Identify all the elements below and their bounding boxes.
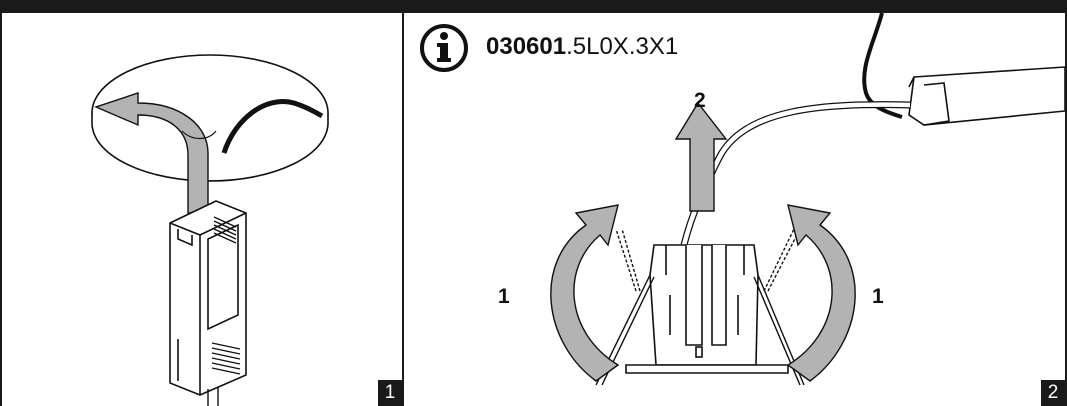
info-icon <box>420 24 468 72</box>
illustration-remove-downlight <box>420 13 1065 386</box>
illustration-driver-through-ceiling <box>91 54 329 406</box>
output-cable <box>207 387 219 406</box>
step-panel-1: 1 <box>0 13 404 406</box>
rotate-left-label: 1 <box>498 285 510 308</box>
vent-slots-top <box>213 216 237 244</box>
lift-arrow-label: 2 <box>694 89 706 112</box>
vent-slots-bottom <box>211 342 241 375</box>
downlight-body <box>625 244 789 374</box>
supply-cable <box>862 13 903 119</box>
driver-unit <box>908 66 1065 126</box>
lift-arrow <box>674 101 728 212</box>
rotate-arrow-left <box>550 204 620 382</box>
step-panel-2: 030601.5L0X.3X1 2 1 1 2 <box>404 13 1067 406</box>
rotate-arrow-right <box>786 204 856 382</box>
product-code-suffix: .5L0X.3X1 <box>566 33 679 60</box>
product-code-bold: 030601 <box>486 33 567 60</box>
product-code: 030601.5L0X.3X1 <box>486 33 678 61</box>
ceiling-disc <box>91 54 329 182</box>
pull-through-arrow <box>94 92 209 214</box>
power-cable <box>221 99 324 154</box>
top-bar <box>0 0 1067 13</box>
rotate-right-label: 1 <box>872 285 884 308</box>
step-number-badge: 2 <box>1041 380 1065 406</box>
step-number-badge: 1 <box>378 380 402 406</box>
